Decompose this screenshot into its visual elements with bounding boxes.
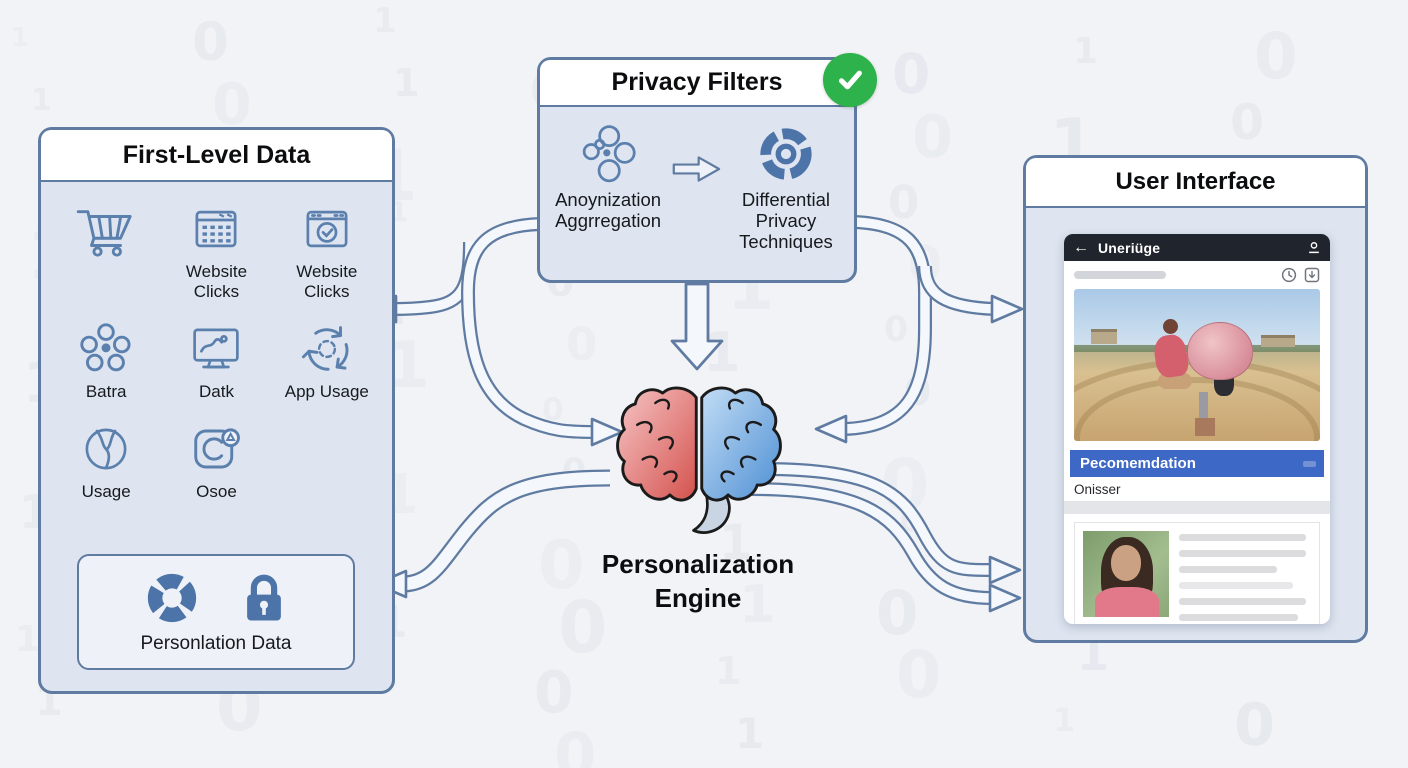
data-item-website-clicks-1: Website Clicks <box>164 202 268 302</box>
first-level-data-title: First-Level Data <box>122 140 311 169</box>
flow-arrow-right-to-brain <box>814 215 932 444</box>
calendar-grid-icon <box>196 210 237 248</box>
personalization-engine <box>608 368 790 545</box>
back-arrow-icon: ← <box>1073 238 1089 256</box>
brain-icon <box>616 386 782 534</box>
right-arrow-icon <box>672 156 721 182</box>
hero-image <box>1074 289 1320 441</box>
recommendation-bar: Pecomemdation <box>1070 450 1324 477</box>
data-item-website-clicks-2: Website Clicks <box>275 202 379 302</box>
differential-privacy-label: Differential Privacy Techniques <box>739 189 833 253</box>
data-item-label: Batra <box>85 382 127 402</box>
privacy-filters-title: Privacy Filters <box>611 68 783 96</box>
profile-icon <box>1307 241 1321 255</box>
data-item-osoe: Osoe <box>164 422 268 502</box>
first-level-data-header: First-Level Data <box>41 130 392 182</box>
data-item-label: Osoe <box>196 482 237 502</box>
personlation-data-box: Personlation Data <box>77 554 355 670</box>
phone-toolbar <box>1064 261 1330 286</box>
flow-arrow-left-to-brain <box>460 217 624 447</box>
data-item-label: Usage <box>81 482 131 502</box>
globe-icon <box>85 428 127 470</box>
data-item-label: App Usage <box>284 382 369 402</box>
anonymization-item: Anoynization Aggrregation <box>550 123 666 252</box>
padlock-icon <box>247 574 281 621</box>
privacy-filters-header: Privacy Filters <box>540 60 854 107</box>
monitor-chart-icon <box>193 328 240 369</box>
first-level-data-panel: First-Level Data <box>38 127 395 694</box>
flow-arrow-brain-to-ui-2 <box>751 482 1022 613</box>
recycle-icon <box>301 326 349 371</box>
segmented-ring-icon <box>760 128 812 180</box>
personalization-engine-label: Personalization Engine <box>601 549 795 613</box>
phone-nav-bar: ← Uneriüge <box>1064 234 1330 261</box>
data-item-label: Datk <box>199 382 234 402</box>
data-item-datk: Datk <box>164 322 268 402</box>
divider-strip <box>1064 501 1330 514</box>
clock-icon <box>1281 267 1297 283</box>
personlation-data-label: Personlation Data <box>140 633 292 654</box>
phone-mockup: ← Uneriüge <box>1064 234 1330 624</box>
recommendation-card <box>1074 522 1320 624</box>
user-interface-title: User Interface <box>1115 168 1276 195</box>
phone-nav-title: Uneriüge <box>1098 239 1161 256</box>
onisser-row: Onisser <box>1074 481 1121 497</box>
data-item-cart <box>54 202 158 302</box>
first-level-data-grid: Website Clicks Website Clicks <box>41 182 392 502</box>
data-item-app-usage: App Usage <box>275 322 379 402</box>
user-interface-header: User Interface <box>1026 158 1365 208</box>
node-cluster-icon <box>582 125 636 183</box>
data-item-label: Website Clicks <box>185 262 248 302</box>
flower-cluster-icon <box>80 323 131 372</box>
app-window-icon <box>194 428 241 469</box>
placeholder-text-lines <box>1179 531 1311 624</box>
green-check-icon <box>823 53 877 107</box>
save-icon <box>1304 267 1320 283</box>
data-item-label: Website Clicks <box>296 262 358 302</box>
flow-arrow-privacy-to-ui <box>918 265 1024 324</box>
flow-arrow-brain-to-ui-1 <box>761 462 1022 585</box>
browser-check-icon <box>306 210 348 248</box>
data-item-usage: Usage <box>54 422 158 502</box>
differential-privacy-item: Differential Privacy Techniques <box>728 123 844 252</box>
privacy-filters-panel: Privacy Filters Anoynization Aggrregatio… <box>537 53 877 283</box>
shopping-cart-icon <box>76 210 132 257</box>
anonymization-label: Anoynization Aggrregation <box>555 189 662 232</box>
user-interface-panel: User Interface ← Uneriüge <box>1023 155 1368 643</box>
data-item-batra: Batra <box>54 322 158 402</box>
donut-chart-icon <box>147 573 197 623</box>
flow-arrow-privacy-to-brain <box>670 282 724 371</box>
search-pill <box>1074 271 1166 279</box>
recommendation-photo <box>1083 531 1169 617</box>
